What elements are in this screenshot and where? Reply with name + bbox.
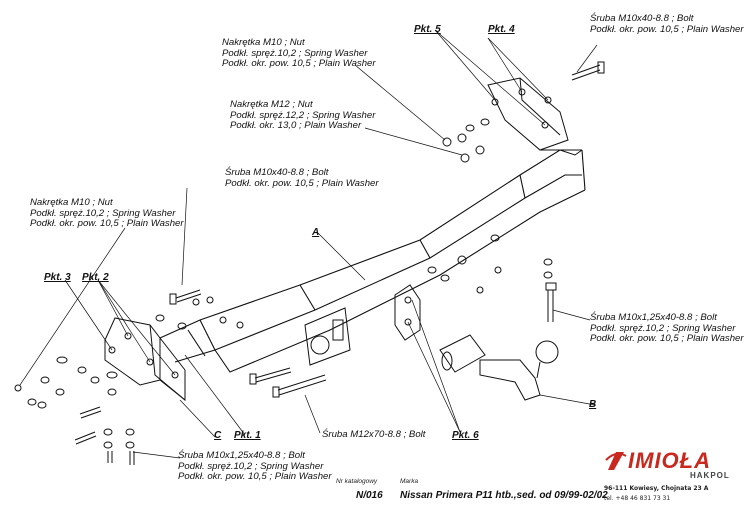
callout-line: Nakrętka M12 ; Nut [230, 99, 313, 110]
label-pkt-6: Pkt. 6 [452, 430, 479, 441]
center-bracket [304, 307, 351, 366]
socket-tube [439, 334, 486, 373]
label-pkt-2: Pkt. 2 [82, 272, 109, 283]
label-b: B [589, 399, 597, 410]
ball-mount-bracket [394, 284, 421, 341]
label-pkt-4: Pkt. 4 [488, 24, 515, 35]
callout-top-right-bolt: Śruba M10x40-8.8 ; Bolt Podkł. okr. pow.… [590, 13, 744, 35]
washers-nuts [14, 118, 553, 449]
callout-line: Podkł. okr. pow. 10,5 ; Plain Washer [222, 58, 376, 70]
callout-line: Śruba M10x1,25x40-8.8 ; Bolt [178, 450, 305, 461]
callout-line: Podkł. okr. pow. 10,5 ; Plain Washer [225, 177, 379, 189]
company-logo: IMIOŁA [628, 448, 711, 473]
bolts [74, 61, 605, 465]
right-bracket [487, 77, 583, 156]
catalog-caption: Nr katalogowy [336, 478, 378, 485]
callout-line: Podkł. okr. pow. 10,5 ; Plain Washer [30, 218, 184, 230]
callout-line: Śruba M10x40-8.8 ; Bolt [225, 167, 329, 178]
callout-line: Śruba M10x1,25x40-8.8 ; Bolt [590, 312, 717, 323]
callout-bolt-m12: Śruba M12x70-8.8 ; Bolt [322, 429, 426, 440]
label-pkt-1: Pkt. 1 [234, 430, 261, 441]
callout-line: Podkł. okr. pow. 10,5 ; Plain Washer [590, 333, 744, 345]
callout-line: Podkł. okr. pow. 10,5 ; Plain Washer [178, 471, 332, 483]
callout-top-nut-m10: Nakrętka M10 ; Nut Podkł. spręż.10,2 ; S… [222, 37, 376, 70]
callout-nut-m12: Nakrętka M12 ; Nut Podkł. spręż.12,2 ; S… [230, 99, 376, 132]
callout-mid-bolt: Śruba M10x40-8.8 ; Bolt Podkł. okr. pow.… [225, 167, 379, 189]
company-phone: tel. +48 46 831 73 31 [604, 495, 671, 502]
company-subname: HAKPOL [690, 471, 730, 480]
callout-line: Śruba M10x40-8.8 ; Bolt [590, 13, 694, 24]
brand-caption: Marka [400, 478, 419, 485]
callout-left-nut-m10: Nakrętka M10 ; Nut Podkł. spręż.10,2 ; S… [30, 197, 184, 230]
callout-bottom-bolt: Śruba M10x1,25x40-8.8 ; Bolt Podkł. sprę… [178, 450, 332, 483]
catalog-number: N/016 [356, 490, 383, 501]
callout-line: Podkł. spręż.10,2 ; Spring Washer [590, 322, 736, 334]
label-a: A [312, 227, 320, 238]
leader-lines [19, 29, 598, 459]
callout-right-bolt: Śruba M10x1,25x40-8.8 ; Bolt Podkł. sprę… [590, 312, 744, 345]
left-bracket [104, 317, 186, 402]
label-pkt-3: Pkt. 3 [44, 272, 71, 283]
callout-line: Nakrętka M10 ; Nut [222, 37, 305, 48]
label-c: C [214, 430, 222, 441]
callout-line: Podkł. spręż.10,2 ; Spring Washer [222, 47, 368, 59]
company-logo-mark [605, 452, 627, 470]
company-address: 96-111 Kowiesy, Chojnata 23 A [604, 485, 709, 492]
callout-line: Podkł. okr. pow. 10,5 ; Plain Washer [590, 23, 744, 35]
vehicle-model: Nissan Primera P11 htb.,sed. od 09/99-02… [400, 490, 608, 501]
label-pkt-5: Pkt. 5 [414, 24, 441, 35]
callout-line: Podkł. spręż.10,2 ; Spring Washer [30, 207, 176, 219]
tow-ball [479, 340, 559, 401]
callout-line: Podkł. spręż.12,2 ; Spring Washer [230, 109, 376, 121]
callout-line: Podkł. spręż.10,2 ; Spring Washer [178, 460, 324, 472]
callout-line: Nakrętka M10 ; Nut [30, 197, 113, 208]
callout-line: Podkł. okr. 13,0 ; Plain Washer [230, 120, 362, 132]
